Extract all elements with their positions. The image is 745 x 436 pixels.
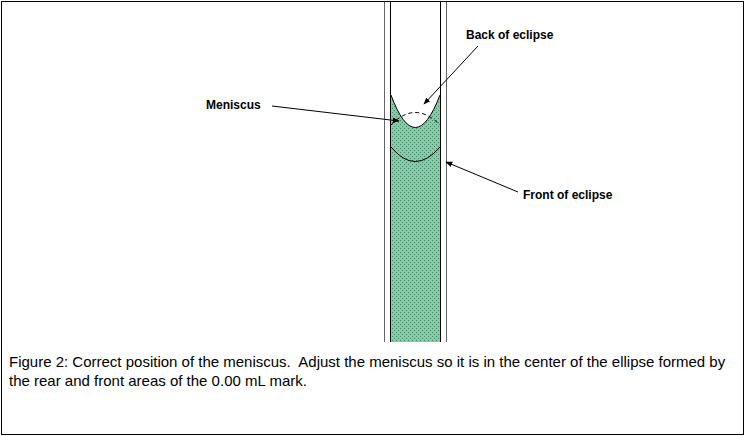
leader-arrow	[272, 106, 399, 121]
liquid	[391, 95, 440, 342]
back-ellipse	[391, 113, 440, 126]
leader-arrow	[424, 46, 478, 104]
leader-arrow	[446, 162, 518, 192]
callout-label: Meniscus	[206, 98, 261, 112]
tube-wall	[390, 2, 391, 342]
tube-wall	[440, 2, 441, 342]
callout-label: Front of eclipse	[523, 188, 612, 202]
callout-label: Back of eclipse	[466, 28, 553, 42]
tube-wall	[384, 2, 385, 342]
front-ellipse	[391, 147, 440, 162]
tube-wall	[446, 2, 447, 342]
meniscus-curve	[391, 95, 440, 128]
figure-caption: Figure 2: Correct position of the menisc…	[9, 352, 731, 390]
